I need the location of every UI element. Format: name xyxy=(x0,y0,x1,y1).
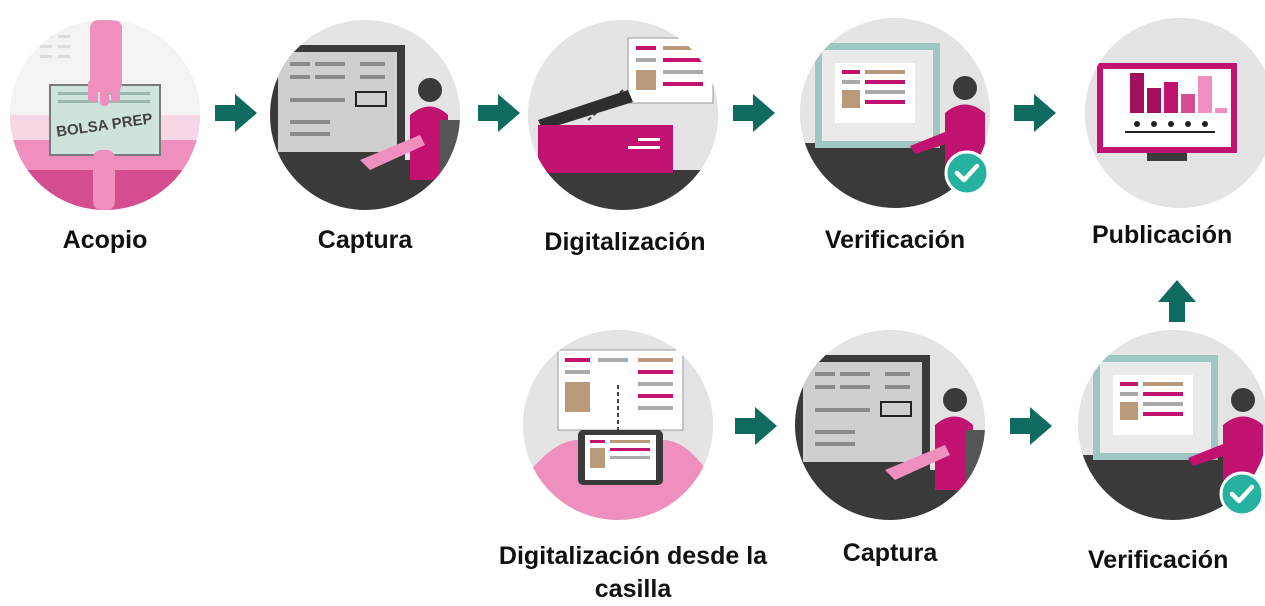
step-label: Captura xyxy=(317,226,413,254)
flow-arrow-right xyxy=(1010,407,1052,445)
digitalizacion-casilla-illustration xyxy=(523,330,713,520)
step-label: Verificación xyxy=(824,226,966,254)
flow-arrow-right xyxy=(215,94,257,132)
flow-arrow-right xyxy=(733,94,775,132)
captura-illustration xyxy=(270,20,460,210)
step-label: Digitalización xyxy=(544,228,706,256)
step-label: Acopio xyxy=(62,226,148,254)
digitalizacion-illustration xyxy=(528,20,718,210)
flow-arrow-up xyxy=(1158,280,1196,322)
verificacion-illustration xyxy=(800,18,990,208)
publicacion-illustration xyxy=(1085,18,1265,208)
flow-arrow-right xyxy=(735,407,777,445)
step-label: Captura xyxy=(842,539,938,567)
check-icon xyxy=(1219,471,1265,517)
step-label: Digitalización desde la casilla xyxy=(498,542,768,603)
acopio-illustration: BOLSA PREP xyxy=(10,20,200,210)
step-label: Verificación xyxy=(1088,546,1229,574)
step-label: Publicación xyxy=(1092,221,1233,249)
check-icon xyxy=(944,150,990,196)
captura-illustration xyxy=(795,330,985,520)
flow-arrow-right xyxy=(1014,94,1056,132)
flow-arrow-right xyxy=(478,94,520,132)
